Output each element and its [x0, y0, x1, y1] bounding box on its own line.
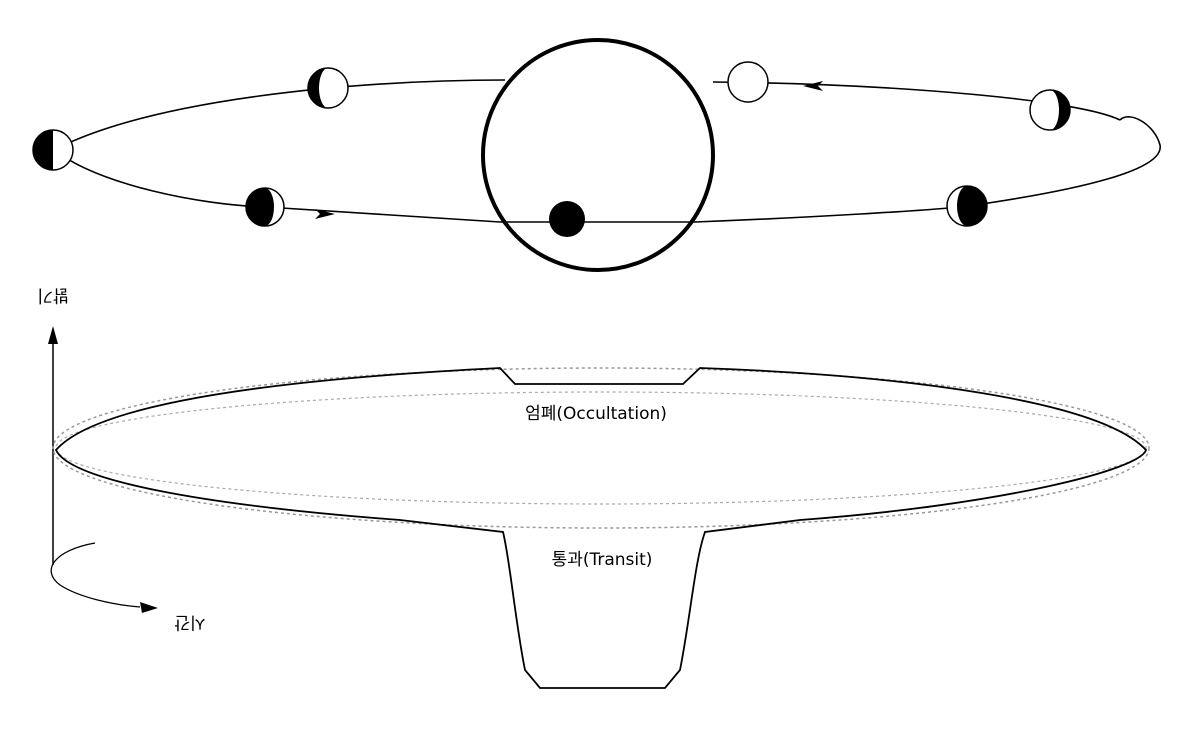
planet-lower-left [245, 187, 285, 227]
time-axis-label: 시간 [174, 612, 206, 632]
planet-occultation [727, 61, 769, 103]
orbit-diagram [32, 38, 1161, 272]
time-axis-arrow [140, 602, 158, 613]
planet-far-right [1029, 89, 1071, 131]
orbit-back-arc [53, 79, 506, 151]
time-axis-line [50, 542, 141, 608]
baseline-ellipse-dotted-inner [55, 391, 1147, 505]
planet-transit [549, 201, 585, 237]
occultation-label: 엄폐(Occultation) [525, 404, 667, 424]
brightness-axis-arrow [48, 326, 58, 344]
transit-label: 통과(Transit) [552, 550, 653, 570]
baseline-ellipse-dotted [52, 367, 1150, 529]
star [481, 38, 715, 272]
light-curve-diagram: 밝기 시간 엄폐(Occultation) 통과(Transit) [37, 285, 1150, 689]
planet-far-left [32, 129, 74, 171]
planet-lower-right [946, 185, 988, 227]
orbit-arrow-right [315, 209, 335, 219]
light-curve [54, 367, 1148, 689]
orbit-front-arc-right [694, 116, 1161, 223]
planet-upper-left [307, 67, 349, 109]
orbit-arrow-left [803, 81, 823, 91]
brightness-axis-label: 밝기 [37, 285, 68, 305]
orbit-back-arc-right [712, 81, 1121, 121]
